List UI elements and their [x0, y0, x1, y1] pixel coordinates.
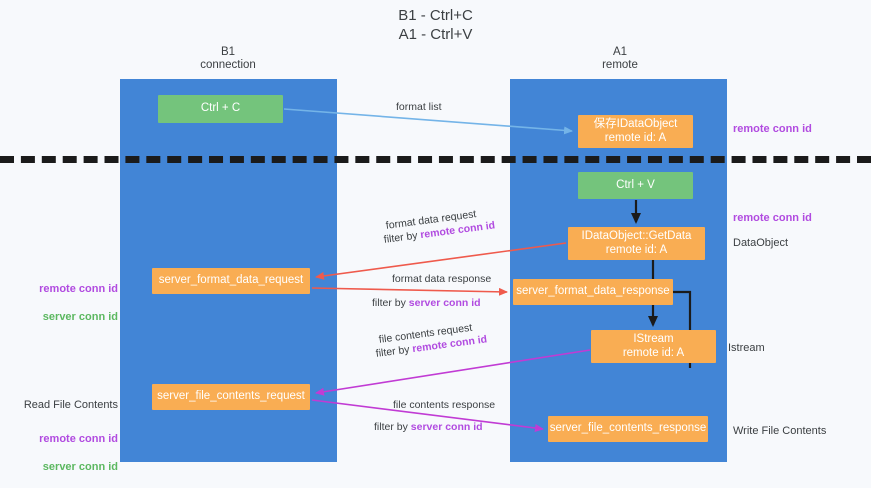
node-server-file-contents-request[interactable]: server_file_contents_request — [152, 384, 310, 410]
node-server-format-data-request[interactable]: server_format_data_request — [152, 268, 310, 294]
annotation-left-read-file-contents: Read File Contents — [23, 399, 118, 411]
column-header-a1: A1 remote — [602, 46, 638, 71]
diagram-title: B1 - Ctrl+C A1 - Ctrl+V — [398, 7, 473, 43]
filter-prefix: filter by — [372, 297, 409, 309]
node-server-file-contents-response[interactable]: server_file_contents_response — [548, 416, 708, 442]
edge-label-format-data-response: format data response — [392, 273, 492, 285]
annotation-left-remote-conn-id: remote conn id — [39, 283, 118, 295]
edge-format-data-response — [311, 287, 508, 296]
edge-format-data-request — [315, 242, 567, 280]
phase-divider — [0, 156, 871, 163]
node-ctrl-v[interactable]: Ctrl + V — [578, 172, 693, 199]
annotation-right-write-file-contents: Write File Contents — [733, 425, 827, 437]
node-idataobject-getdata[interactable]: IDataObject::GetData remote id: A — [568, 227, 705, 260]
edge-label-format-list: format list — [396, 101, 442, 113]
edge-label-file-contents-response-filter: filter by server conn id — [374, 420, 483, 434]
annotation-right-istream: Istream — [728, 342, 765, 354]
annotation-left-read-file-contents-group: Read File Contents remote conn id server… — [20, 384, 118, 488]
filter-prefix: filter by — [374, 421, 411, 433]
annotation-right-remote-conn-id-top: remote conn id — [733, 123, 812, 135]
annotation-right-remote-conn-id-mid: remote conn id — [733, 212, 812, 224]
diagram-canvas: B1 - Ctrl+C A1 - Ctrl+V B1 connection A1… — [0, 7, 871, 473]
filter-key-server-conn-id: server conn id — [410, 421, 483, 433]
edge-label-file-contents-response: file contents response — [393, 399, 496, 411]
filter-key-server-conn-id: server conn id — [408, 297, 481, 309]
annotation-left-remote-conn-id-2: remote conn id — [39, 433, 118, 445]
edge-label-format-data-response-filter: filter by server conn id — [372, 296, 481, 310]
node-istream[interactable]: IStream remote id: A — [591, 330, 716, 363]
node-ctrl-c[interactable]: Ctrl + C — [158, 95, 283, 123]
column-header-b1: B1 connection — [200, 46, 256, 71]
annotation-left-server-conn-id: server conn id — [42, 311, 118, 323]
annotation-left-server-conn-id-2: server conn id — [42, 461, 118, 473]
annotation-right-dataobject: DataObject — [733, 237, 789, 249]
annotation-left-conn-ids: remote conn id server conn id — [20, 268, 118, 338]
node-server-format-data-response[interactable]: server_format_data_response — [513, 279, 673, 305]
edge-layer — [283, 108, 692, 432]
edge-file-contents-response — [311, 399, 544, 432]
node-save-idataobject[interactable]: 保存IDataObject remote id: A — [578, 115, 693, 148]
edge-file-contents-request — [315, 349, 591, 396]
edge-format-list — [283, 108, 573, 135]
